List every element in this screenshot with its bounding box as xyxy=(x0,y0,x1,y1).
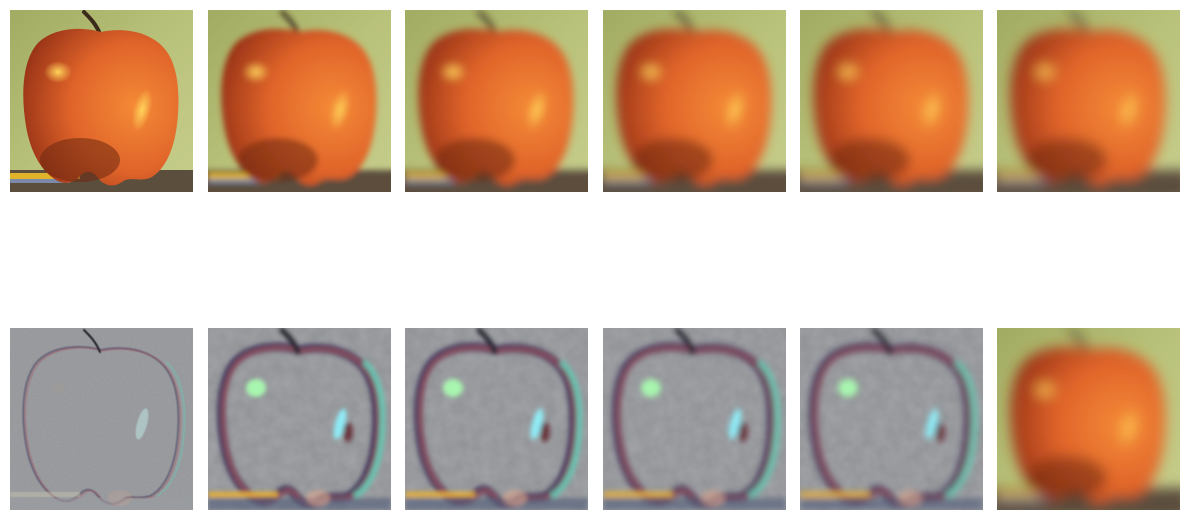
laplacian-level-3-image xyxy=(603,328,786,510)
gaussian-level-2-image xyxy=(405,10,588,192)
laplacian-level-4-image xyxy=(800,328,983,510)
gaussian-level-5-image xyxy=(997,10,1180,192)
apple-photo xyxy=(997,328,1180,510)
gaussian-level-1-image xyxy=(208,10,391,192)
apple-photo xyxy=(208,328,391,510)
apple-photo xyxy=(405,328,588,510)
laplacian-level-2-image xyxy=(405,328,588,510)
gaussian-level-3-image xyxy=(603,10,786,192)
apple-photo xyxy=(997,10,1180,192)
apple-photo xyxy=(10,10,193,192)
apple-photo xyxy=(603,10,786,192)
laplacian-level-1-image xyxy=(208,328,391,510)
apple-photo xyxy=(405,10,588,192)
apple-photo xyxy=(10,328,193,510)
apple-photo xyxy=(208,10,391,192)
laplacian-level-0-image xyxy=(10,328,193,510)
gaussian-level-4-image xyxy=(800,10,983,192)
gaussian-level-0-image xyxy=(10,10,193,192)
apple-photo xyxy=(800,328,983,510)
laplacian-level-5-image xyxy=(997,328,1180,510)
apple-photo xyxy=(603,328,786,510)
apple-photo xyxy=(800,10,983,192)
